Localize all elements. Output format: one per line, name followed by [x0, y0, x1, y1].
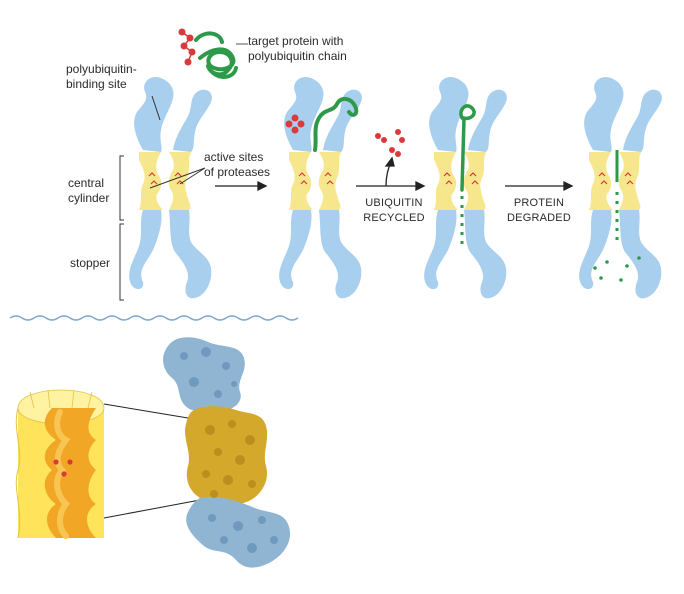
binding-site-label: polyubiquitin- binding site [66, 62, 137, 91]
stopper-label: stopper [70, 256, 111, 270]
central-cylinder-label: central cylinder [68, 176, 110, 205]
arrow-degrade [505, 180, 574, 192]
zoom-leader-top [103, 403, 201, 421]
protein-degraded-label: PROTEIN DEGRADED [507, 197, 571, 224]
active-sites-label: active sites of proteases [204, 150, 271, 179]
zoom-leader-bottom [103, 499, 201, 519]
stopper-bracket [119, 223, 124, 301]
wavy-divider [9, 315, 299, 321]
proteasome-state-2 [278, 76, 363, 299]
proteasome-state-4 [578, 76, 663, 299]
ubiquitin-chain-icon [178, 28, 196, 66]
recycled-ubiquitin-icon [375, 129, 405, 157]
arrow-bind [215, 180, 268, 192]
target-protein-icon [194, 31, 238, 79]
cutaway-cylinder [15, 389, 105, 539]
arrow-recycle [356, 156, 426, 192]
proteasome-state-1 [128, 76, 213, 299]
proteasome-state-3 [423, 76, 508, 299]
label-leaders [119, 95, 206, 301]
cylinder-bracket [119, 155, 124, 221]
ubiquitin-recycled-label: UBIQUITIN RECYCLED [363, 197, 425, 224]
target-protein-label: target protein with polyubiquitin chain [248, 34, 347, 63]
surface-model [163, 337, 291, 568]
